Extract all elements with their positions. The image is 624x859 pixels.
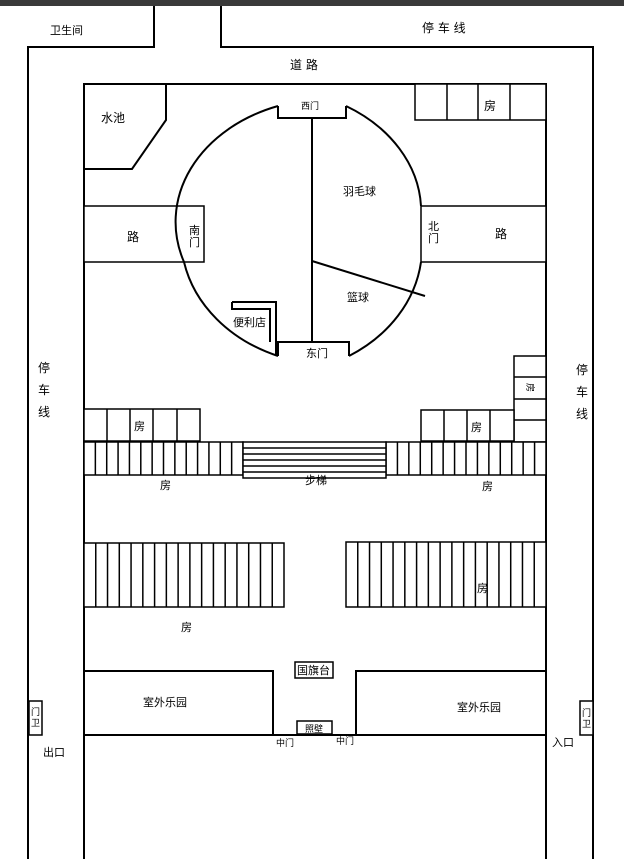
parking-top-label: 停 车 线 — [422, 20, 466, 35]
guard-right-label: 门卫 — [582, 707, 591, 730]
house-label-lower-right: 房 — [477, 582, 488, 595]
playground-left-label: 室外乐园 — [143, 695, 187, 709]
circular-court — [174, 105, 426, 357]
building-lower-right — [345, 541, 547, 608]
left-house-row — [83, 408, 201, 442]
house-label-left-row: 房 — [134, 420, 145, 433]
south-gate-label: 南门 — [189, 224, 200, 249]
playground-right-label: 室外乐园 — [457, 700, 501, 714]
road-right-label: 路 — [495, 226, 507, 241]
north-gate-label: 北门 — [428, 220, 439, 245]
playground-right — [355, 670, 546, 735]
middle-gate-left-label: 中门 — [276, 737, 294, 749]
west-gate-label: 西门 — [301, 100, 319, 112]
building-lower-left — [83, 542, 285, 608]
left-road-block — [83, 205, 205, 263]
guard-house-left — [28, 700, 43, 736]
flag-label: 国旗台 — [297, 663, 330, 677]
house-label-band-left: 房 — [160, 479, 171, 492]
road-top-label: 道 路 — [290, 57, 318, 72]
east-gate-label: 东门 — [306, 346, 328, 360]
guard-left-label: 门卫 — [31, 706, 40, 729]
road-left-label: 路 — [127, 229, 139, 244]
stairs-label: 步梯 — [305, 474, 327, 487]
toilet-label: 卫生间 — [50, 23, 83, 37]
house-label-right-row: 房 — [471, 421, 482, 434]
right-house-row — [420, 409, 515, 442]
middle-gate-right-label: 中门 — [336, 735, 354, 747]
stairs — [242, 441, 387, 479]
flag-platform — [294, 661, 334, 679]
screen-wall-label: 照壁 — [305, 723, 323, 735]
building-band-right — [385, 441, 547, 476]
parking-right-label: 停车线 — [576, 362, 588, 421]
parking-left-label: 停车线 — [38, 360, 50, 419]
pond — [84, 84, 167, 170]
house-label-top-right: 房 — [484, 98, 496, 113]
house-label-lower-left: 房 — [181, 621, 192, 634]
house-label-band-right: 房 — [482, 480, 493, 493]
house-label-stack: 房 — [524, 383, 536, 392]
pond-label: 水池 — [101, 111, 125, 125]
building-band-left — [83, 441, 244, 476]
guard-house-right — [579, 700, 594, 736]
screen-wall — [296, 720, 333, 735]
basketball-label: 篮球 — [347, 290, 369, 304]
shop-label: 便利店 — [233, 315, 266, 329]
outer-boundary — [27, 6, 594, 859]
top-right-houses — [414, 83, 547, 121]
playground-left — [84, 670, 274, 735]
entrance-label: 入口 — [552, 736, 574, 749]
badminton-label: 羽毛球 — [343, 184, 376, 198]
right-house-stack — [513, 355, 547, 443]
exit-label: 出口 — [43, 745, 65, 759]
right-road-block — [420, 205, 547, 263]
top-bar — [0, 0, 624, 6]
